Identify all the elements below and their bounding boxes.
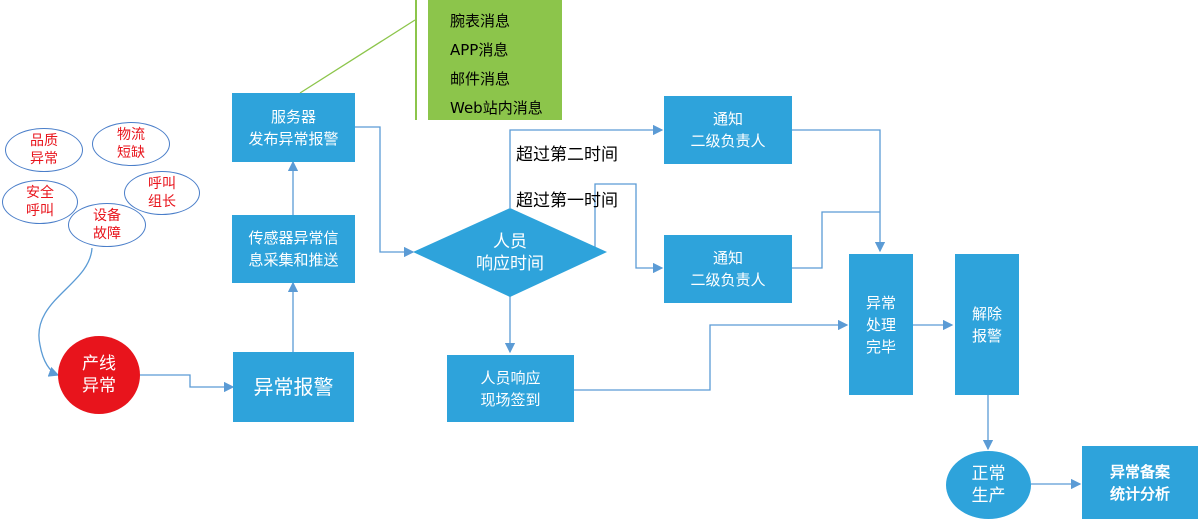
label-exceed-second: 超过第二时间 xyxy=(516,145,618,165)
edge-exceed-second xyxy=(509,124,664,208)
sensor-collect-node: 传感器异常信 息采集和推送 xyxy=(232,215,355,283)
callout-line xyxy=(299,19,416,94)
onsite-checkin-node: 人员响应 现场签到 xyxy=(447,355,574,422)
trigger-call-leader: 呼叫 组长 xyxy=(124,171,200,215)
normal-production-node: 正常 生产 xyxy=(946,451,1031,519)
edge-server-to-response xyxy=(355,126,415,258)
channel-app: APP消息 xyxy=(450,41,509,59)
edge-exceed-first xyxy=(594,183,664,274)
trigger-safety: 安全 呼叫 xyxy=(2,180,78,224)
handling-done-node: 异常 处理 完毕 xyxy=(849,254,913,395)
trigger-equipment: 设备 故障 xyxy=(68,203,146,247)
edge-notify-top-to-done xyxy=(792,129,886,253)
release-alarm-node: 解除 报警 xyxy=(955,254,1019,395)
anomaly-alarm-node: 异常报警 xyxy=(233,352,354,422)
server-publish-node: 服务器 发布异常报警 xyxy=(232,93,355,162)
edge-notify-bottom-to-done xyxy=(792,211,880,269)
production-anomaly-node: 产线 异常 xyxy=(58,336,140,414)
trigger-quality: 品质 异常 xyxy=(5,128,83,172)
trigger-curve xyxy=(38,247,93,377)
response-time-diamond xyxy=(413,208,607,297)
channel-watch: 腕表消息 xyxy=(450,12,511,30)
channel-web: Web站内消息 xyxy=(450,99,543,117)
trigger-logistics: 物流 短缺 xyxy=(92,122,170,166)
notify-second-level-top: 通知 二级负责人 xyxy=(664,96,792,164)
edge-production-to-alarm xyxy=(140,374,235,393)
notification-channels-panel: 腕表消息 APP消息 邮件消息 Web站内消息 xyxy=(428,0,562,120)
edge-checkin-to-done xyxy=(574,319,849,391)
callout-bracket xyxy=(415,0,417,120)
notify-second-level-bottom: 通知 二级负责人 xyxy=(664,235,792,303)
label-exceed-first: 超过第一时间 xyxy=(516,191,618,211)
stats-analysis-node: 异常备案 统计分析 xyxy=(1082,446,1198,519)
response-time-node: 人员 响应时间 xyxy=(476,231,544,274)
channel-email: 邮件消息 xyxy=(450,70,511,88)
